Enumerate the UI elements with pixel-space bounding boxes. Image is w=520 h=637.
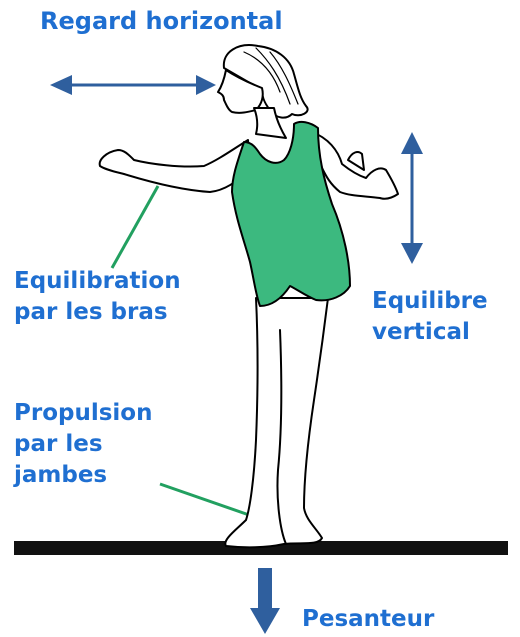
- label-pesanteur: Pesanteur: [302, 604, 434, 635]
- label-line: Equilibre: [372, 286, 488, 317]
- label-line: par les bras: [14, 297, 181, 328]
- label-line: Propulsion: [14, 398, 152, 429]
- label-line: par les: [14, 429, 152, 460]
- legs: [225, 298, 328, 547]
- left-arm: [100, 140, 250, 192]
- gravity-arrow-icon: [250, 568, 280, 634]
- legs-leader-line: [160, 484, 252, 516]
- label-line: Equilibration: [14, 266, 181, 297]
- label-propulsion-legs: Propulsion par les jambes: [14, 398, 152, 491]
- label-line: jambes: [14, 460, 152, 491]
- label-equilibre-vertical: Equilibre vertical: [372, 286, 488, 348]
- label-line: vertical: [372, 317, 488, 348]
- label-equilibration-arms: Equilibration par les bras: [14, 266, 181, 328]
- label-regard-horizontal: Regard horizontal: [40, 6, 283, 37]
- vertical-arrow-icon: [401, 132, 423, 264]
- arms-leader-line: [112, 186, 158, 268]
- horizontal-arrow-icon: [50, 75, 216, 95]
